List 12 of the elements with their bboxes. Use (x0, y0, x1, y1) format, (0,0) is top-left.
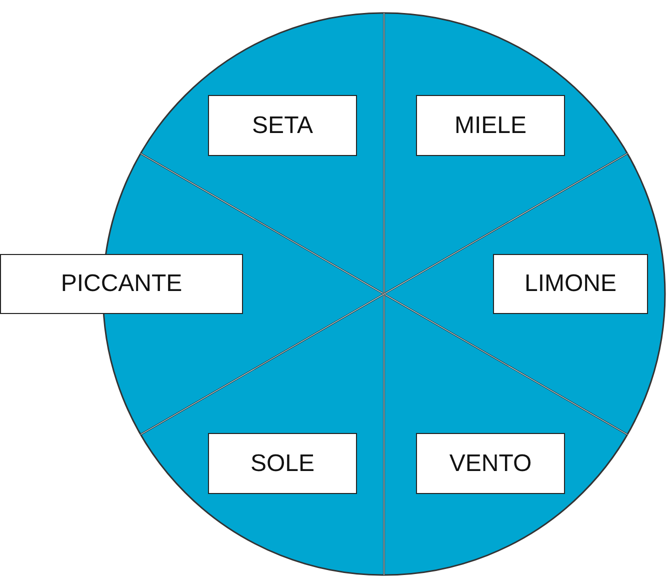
label-box (208, 433, 357, 494)
label-box (416, 433, 565, 494)
label-text: MIELE (454, 112, 527, 140)
label-text: SOLE (250, 450, 315, 478)
label-text: SETA (252, 112, 313, 140)
label-box (416, 95, 565, 156)
label-text: PICCANTE (60, 270, 182, 298)
label-box (493, 254, 648, 314)
label-text: LIMONE (524, 270, 616, 298)
label-box (0, 254, 243, 314)
label-box (208, 95, 357, 156)
label-text: VENTO (449, 450, 532, 478)
